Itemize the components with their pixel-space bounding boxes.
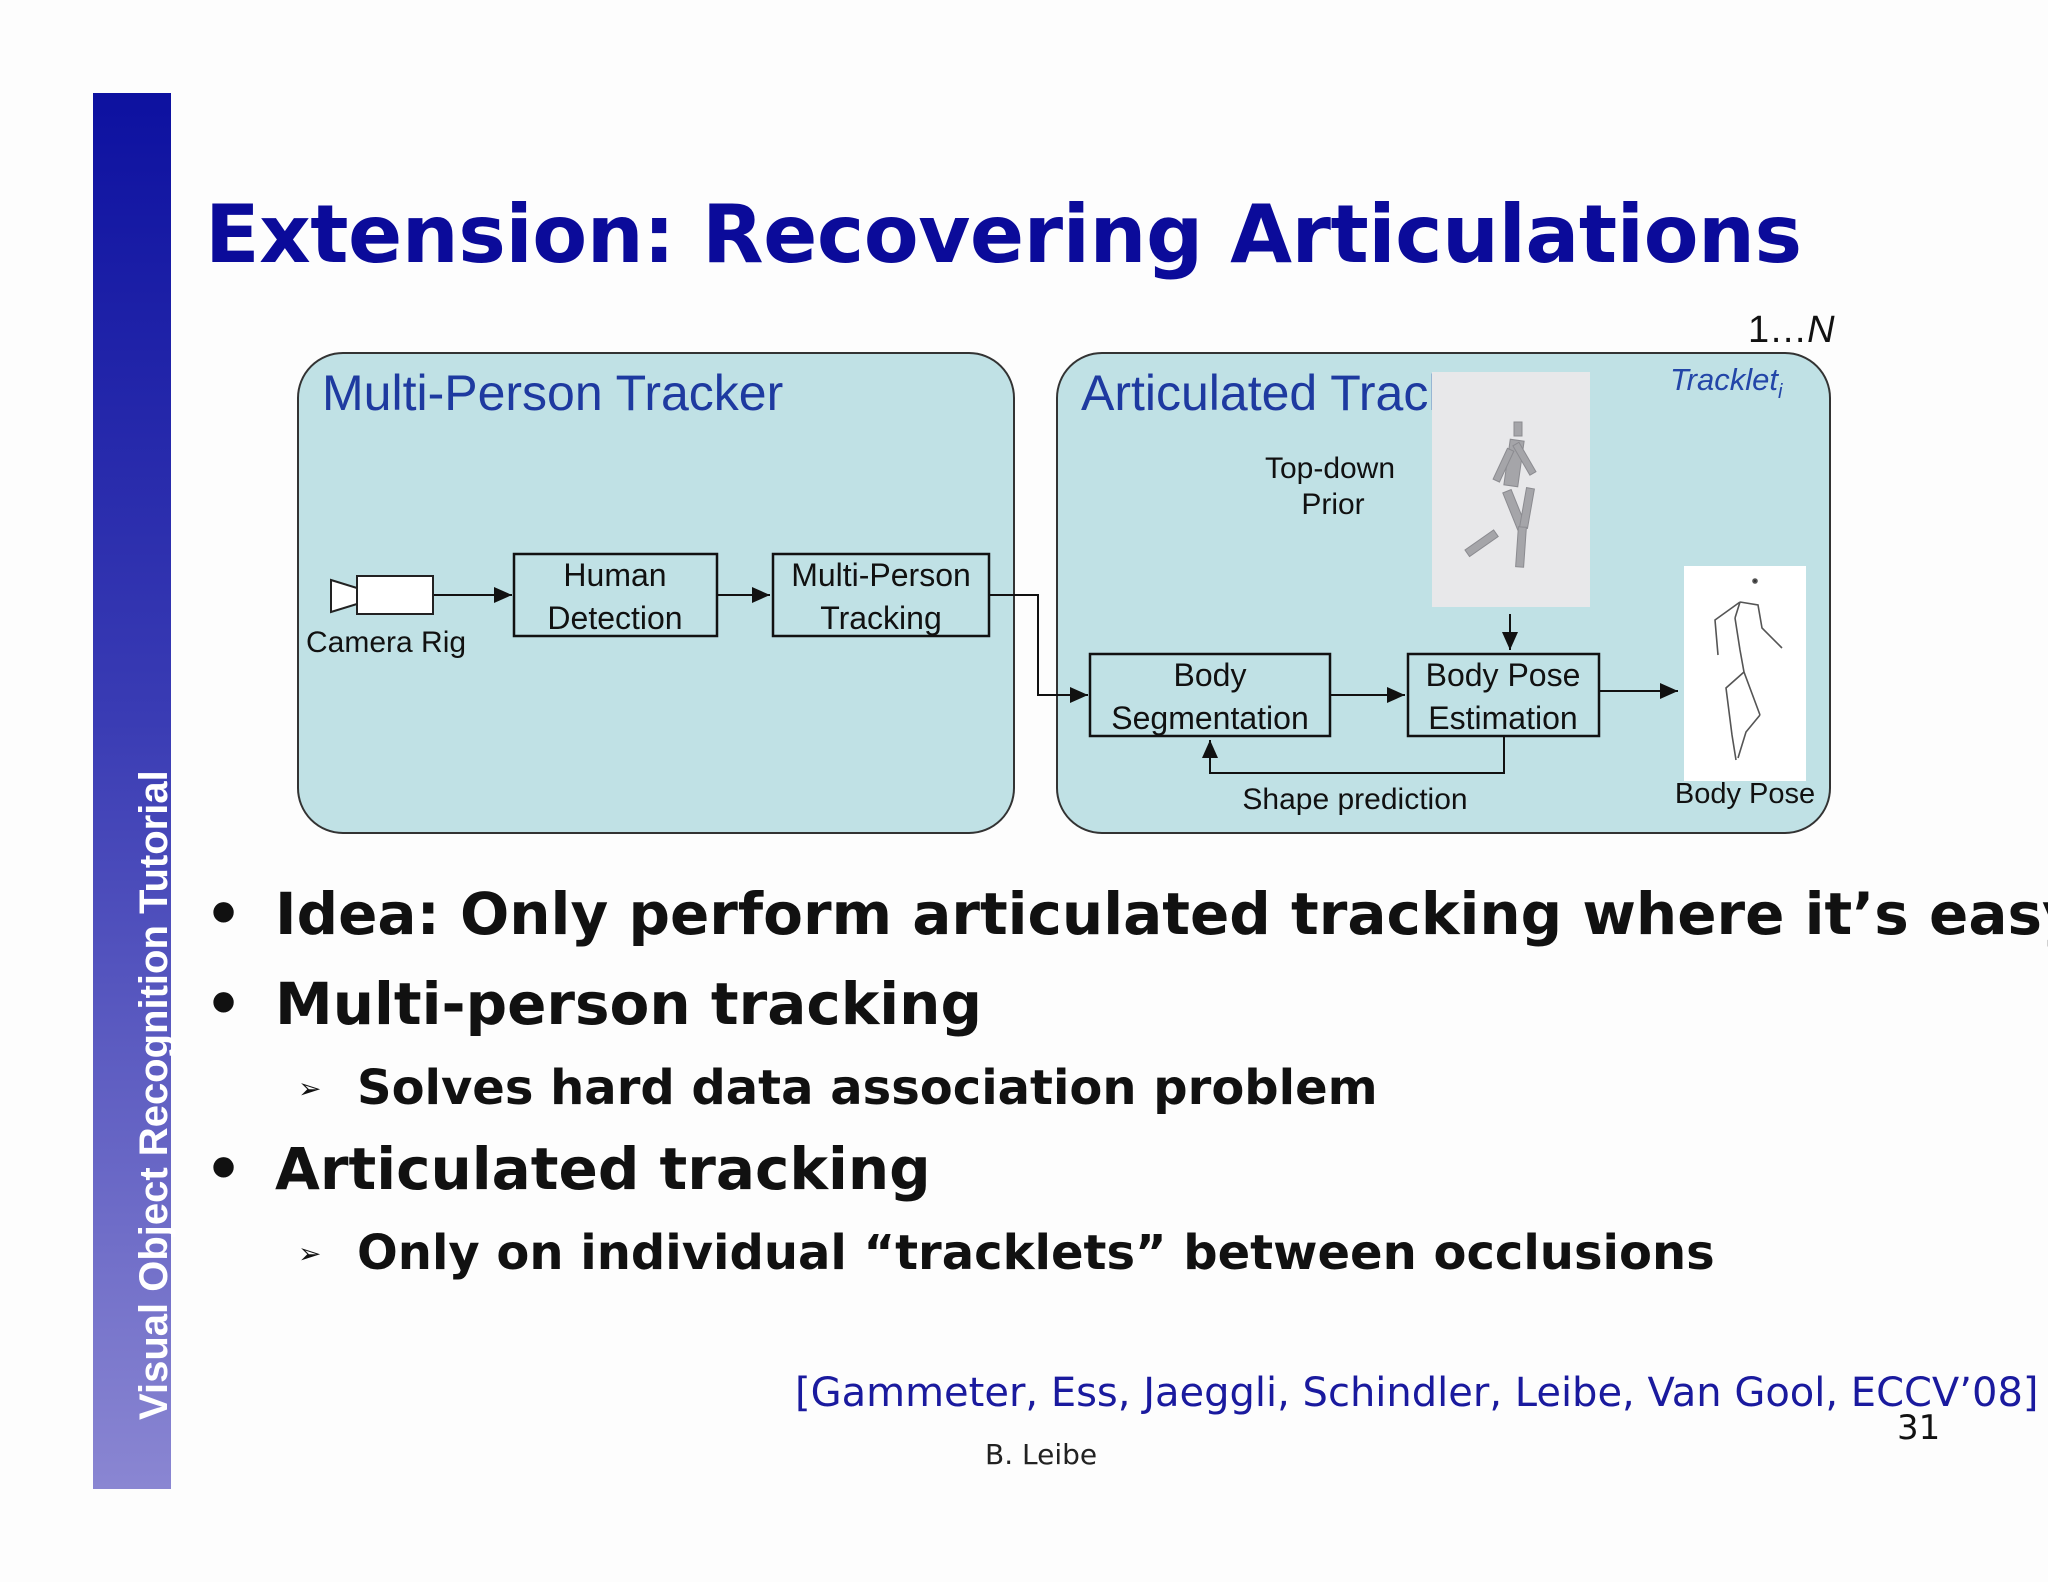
slide-title: Extension: Recovering Articulations: [205, 188, 1802, 281]
body-segmentation-line2: Segmentation: [1111, 700, 1308, 736]
body-pose-estimation-line2: Estimation: [1428, 700, 1577, 736]
author-footer: B. Leibe: [985, 1438, 1098, 1471]
body-pose-output-label: Body Pose: [1675, 778, 1815, 810]
svg-text:1…N: 1…N: [1748, 309, 1835, 351]
sub-bullet-text: Solves hard data association problem: [357, 1060, 1378, 1116]
body-pose-estimation-box: [1406, 652, 1601, 738]
body-segmentation-box: [1088, 652, 1332, 738]
svg-text:Trackleti: Trackleti: [1670, 362, 1783, 403]
sidebar-band: [93, 93, 171, 1489]
human-detection-line1: Human: [563, 557, 666, 593]
multiplicity-label: 1…: [1748, 309, 1807, 351]
multi-person-tracking-line2: Tracking: [820, 600, 942, 636]
bullet-marker: •: [205, 880, 243, 948]
body-pose-estimation-line1: Body Pose: [1426, 657, 1581, 693]
skeleton-figure-icon: [1714, 578, 1783, 761]
top-down-prior-line2: Prior: [1301, 488, 1364, 521]
bullet-text: Multi-person tracking: [275, 970, 982, 1038]
shape-prediction-label: Shape prediction: [1242, 783, 1467, 816]
multi-person-tracker-panel: [297, 352, 1015, 834]
walking-figure-icon: [1464, 421, 1537, 568]
sub-bullet-text: Only on individual “tracklets” between o…: [357, 1225, 1715, 1281]
human-detection-line2: Detection: [547, 600, 682, 636]
camera-rig-label: Camera Rig: [306, 626, 466, 659]
human-detection-box: [512, 552, 719, 638]
bullet-marker: •: [205, 970, 243, 1038]
bullet-marker: •: [205, 1135, 243, 1203]
tracklet-subscript: i: [1778, 381, 1783, 403]
multi-person-tracker-title: Multi-Person Tracker: [322, 365, 783, 421]
articulated-tracker-title: Articulated Tracker: [1081, 365, 1498, 421]
tracklet-label: Tracklet: [1670, 362, 1779, 397]
multiplicity-n: N: [1807, 309, 1835, 351]
bullet-text: Articulated tracking: [275, 1135, 931, 1203]
bullet-text: Idea: Only perform articulated tracking …: [275, 880, 2048, 948]
multi-person-tracking-line1: Multi-Person: [791, 557, 971, 593]
body-segmentation-line1: Body: [1174, 657, 1247, 693]
sub-bullet-arrow-icon: ➢: [298, 1072, 322, 1105]
page-number: 31: [1897, 1408, 1941, 1448]
top-down-prior-line1: Top-down: [1265, 452, 1395, 485]
camera-icon: [330, 575, 434, 615]
sub-bullet-arrow-icon: ➢: [298, 1237, 322, 1270]
citation: [Gammeter, Ess, Jaeggli, Schindler, Leib…: [795, 1370, 2039, 1416]
multi-person-tracking-box: [771, 552, 991, 638]
